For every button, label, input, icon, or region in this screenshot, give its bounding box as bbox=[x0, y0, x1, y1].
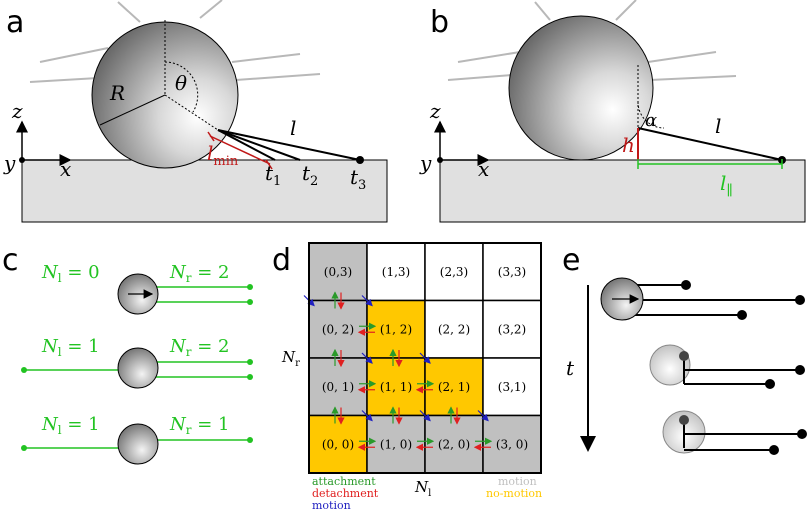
sphere-c2 bbox=[117, 347, 159, 389]
filament-t1 bbox=[217, 129, 276, 161]
nr-label-3: Nr = 1 bbox=[169, 414, 229, 437]
grid-cell bbox=[308, 414, 368, 474]
lpar-label: l∥ bbox=[720, 171, 733, 199]
legend-motion: motion bbox=[312, 499, 351, 509]
config-row-2: Nl = 1 Nr = 2 bbox=[21, 336, 253, 389]
nr-axis-label: Nr bbox=[281, 348, 300, 369]
legend-no-motion: no-motion bbox=[486, 487, 542, 500]
transition-arrow bbox=[477, 410, 489, 422]
y-label-b: y bbox=[419, 151, 432, 175]
radius-line bbox=[99, 94, 166, 126]
panel-label-e: e bbox=[562, 243, 580, 278]
nl-axis-label: Nl bbox=[414, 478, 431, 499]
alpha-arc bbox=[637, 101, 665, 129]
config-row-3: Nl = 1 Nr = 1 bbox=[21, 414, 253, 465]
length-label-a: l bbox=[290, 116, 296, 140]
time-state-2 bbox=[649, 344, 805, 389]
grid-cell-label: (3,2) bbox=[498, 322, 526, 336]
filaments-a bbox=[29, 0, 321, 83]
panel-d: d (0,3) (1,3) (2,3) (3,3) (0, 2) (1, 2) (2, 2)… bbox=[272, 242, 542, 509]
filament-t3 bbox=[217, 129, 361, 161]
grid-cell bbox=[482, 299, 542, 359]
legend-motion-gray: motion bbox=[498, 475, 537, 488]
grid-cell-label: (2, 0) bbox=[438, 437, 470, 451]
y-label-a: y bbox=[3, 151, 16, 175]
grid-cell-label: (0, 1) bbox=[322, 380, 354, 394]
filament-t2 bbox=[217, 129, 301, 161]
t1-label: t1 bbox=[265, 161, 281, 189]
grid-cell-label: (1, 0) bbox=[380, 437, 412, 451]
grid-cell bbox=[366, 299, 426, 359]
transition-arrow bbox=[419, 410, 431, 422]
theta-label: θ bbox=[175, 71, 187, 95]
time-state-3 bbox=[662, 410, 807, 455]
nl-label-2: Nl = 1 bbox=[41, 336, 100, 359]
transition-arrow bbox=[419, 352, 431, 364]
length-label-b: l bbox=[715, 114, 721, 138]
nl-label-1: Nl = 0 bbox=[41, 262, 100, 285]
grid-cell-label: (1, 1) bbox=[380, 380, 412, 394]
legend-attachment: attachment bbox=[312, 475, 376, 488]
state-grid: (0,3) (1,3) (2,3) (3,3) (0, 2) (1, 2) (2, 2) (3… bbox=[308, 242, 542, 474]
t2-label: t2 bbox=[302, 161, 318, 189]
grid-cell-label: (0,3) bbox=[324, 265, 352, 279]
anchor-t3 bbox=[356, 156, 364, 164]
grid-cell bbox=[424, 299, 484, 359]
grid-cell bbox=[424, 242, 484, 302]
lmin-label: lmin bbox=[207, 141, 239, 169]
grid-cell-label: (1,3) bbox=[382, 265, 410, 279]
h-label: h bbox=[622, 133, 635, 157]
x-label-a: x bbox=[60, 157, 71, 181]
nr-label-1: Nr = 2 bbox=[169, 262, 229, 285]
lmin-line bbox=[209, 135, 271, 165]
nl-label-3: Nl = 1 bbox=[41, 414, 100, 437]
time-state-1 bbox=[600, 277, 805, 321]
radius-label: R bbox=[109, 81, 125, 105]
grid-cell-label: (3, 0) bbox=[496, 437, 528, 451]
grid-cell-label: (2,3) bbox=[440, 265, 468, 279]
grid-cell-label: (2, 2) bbox=[438, 322, 470, 336]
grid-cell-label: (3,3) bbox=[498, 265, 526, 279]
grid-cell-label: (1, 2) bbox=[380, 322, 412, 336]
grid-cell-label: (0, 2) bbox=[322, 322, 354, 336]
theta-arc bbox=[164, 61, 199, 113]
substrate-a bbox=[21, 159, 388, 223]
filaments-b bbox=[447, 0, 737, 81]
x-label-b: x bbox=[478, 157, 489, 181]
transition-arrow bbox=[361, 295, 373, 307]
z-label-a: z bbox=[11, 99, 23, 123]
panel-label-b: b bbox=[430, 5, 449, 40]
panel-c: c Nl = 0 Nr = 2 Nl = 1 Nr = 2 Nl = 1 bbox=[2, 243, 253, 465]
sphere-c3 bbox=[117, 423, 159, 465]
nr-label-2: Nr = 2 bbox=[169, 336, 229, 359]
grid-cell bbox=[482, 357, 542, 417]
grid-cell bbox=[308, 242, 368, 302]
transition-arrow bbox=[361, 352, 373, 364]
legend-detachment: detachment bbox=[312, 487, 379, 500]
panel-e: e t bbox=[562, 243, 807, 455]
panel-label-a: a bbox=[6, 5, 24, 40]
substrate-b bbox=[439, 159, 806, 223]
alpha-label: α bbox=[645, 110, 657, 131]
config-row-1: Nl = 0 Nr = 2 bbox=[41, 262, 253, 315]
filament-b bbox=[637, 127, 783, 161]
grid-cell bbox=[366, 242, 426, 302]
panel-b: b α l h l∥ z y x bbox=[419, 0, 806, 223]
panel-label-c: c bbox=[2, 243, 19, 278]
z-label-b: z bbox=[429, 99, 441, 123]
transition-arrow bbox=[361, 410, 373, 422]
grid-cell-label: (3,1) bbox=[498, 380, 526, 394]
panel-label-d: d bbox=[272, 243, 291, 278]
sphere-b bbox=[508, 15, 654, 161]
t3-label: t3 bbox=[350, 165, 366, 193]
time-label: t bbox=[566, 356, 575, 380]
grid-cell-label: (0, 0) bbox=[322, 437, 354, 451]
grid-border bbox=[308, 242, 542, 474]
panel-a: a R θ l lmin t1 t bbox=[3, 0, 388, 223]
grid-cell-label: (2, 1) bbox=[438, 380, 470, 394]
angle-ray-a bbox=[164, 94, 219, 131]
